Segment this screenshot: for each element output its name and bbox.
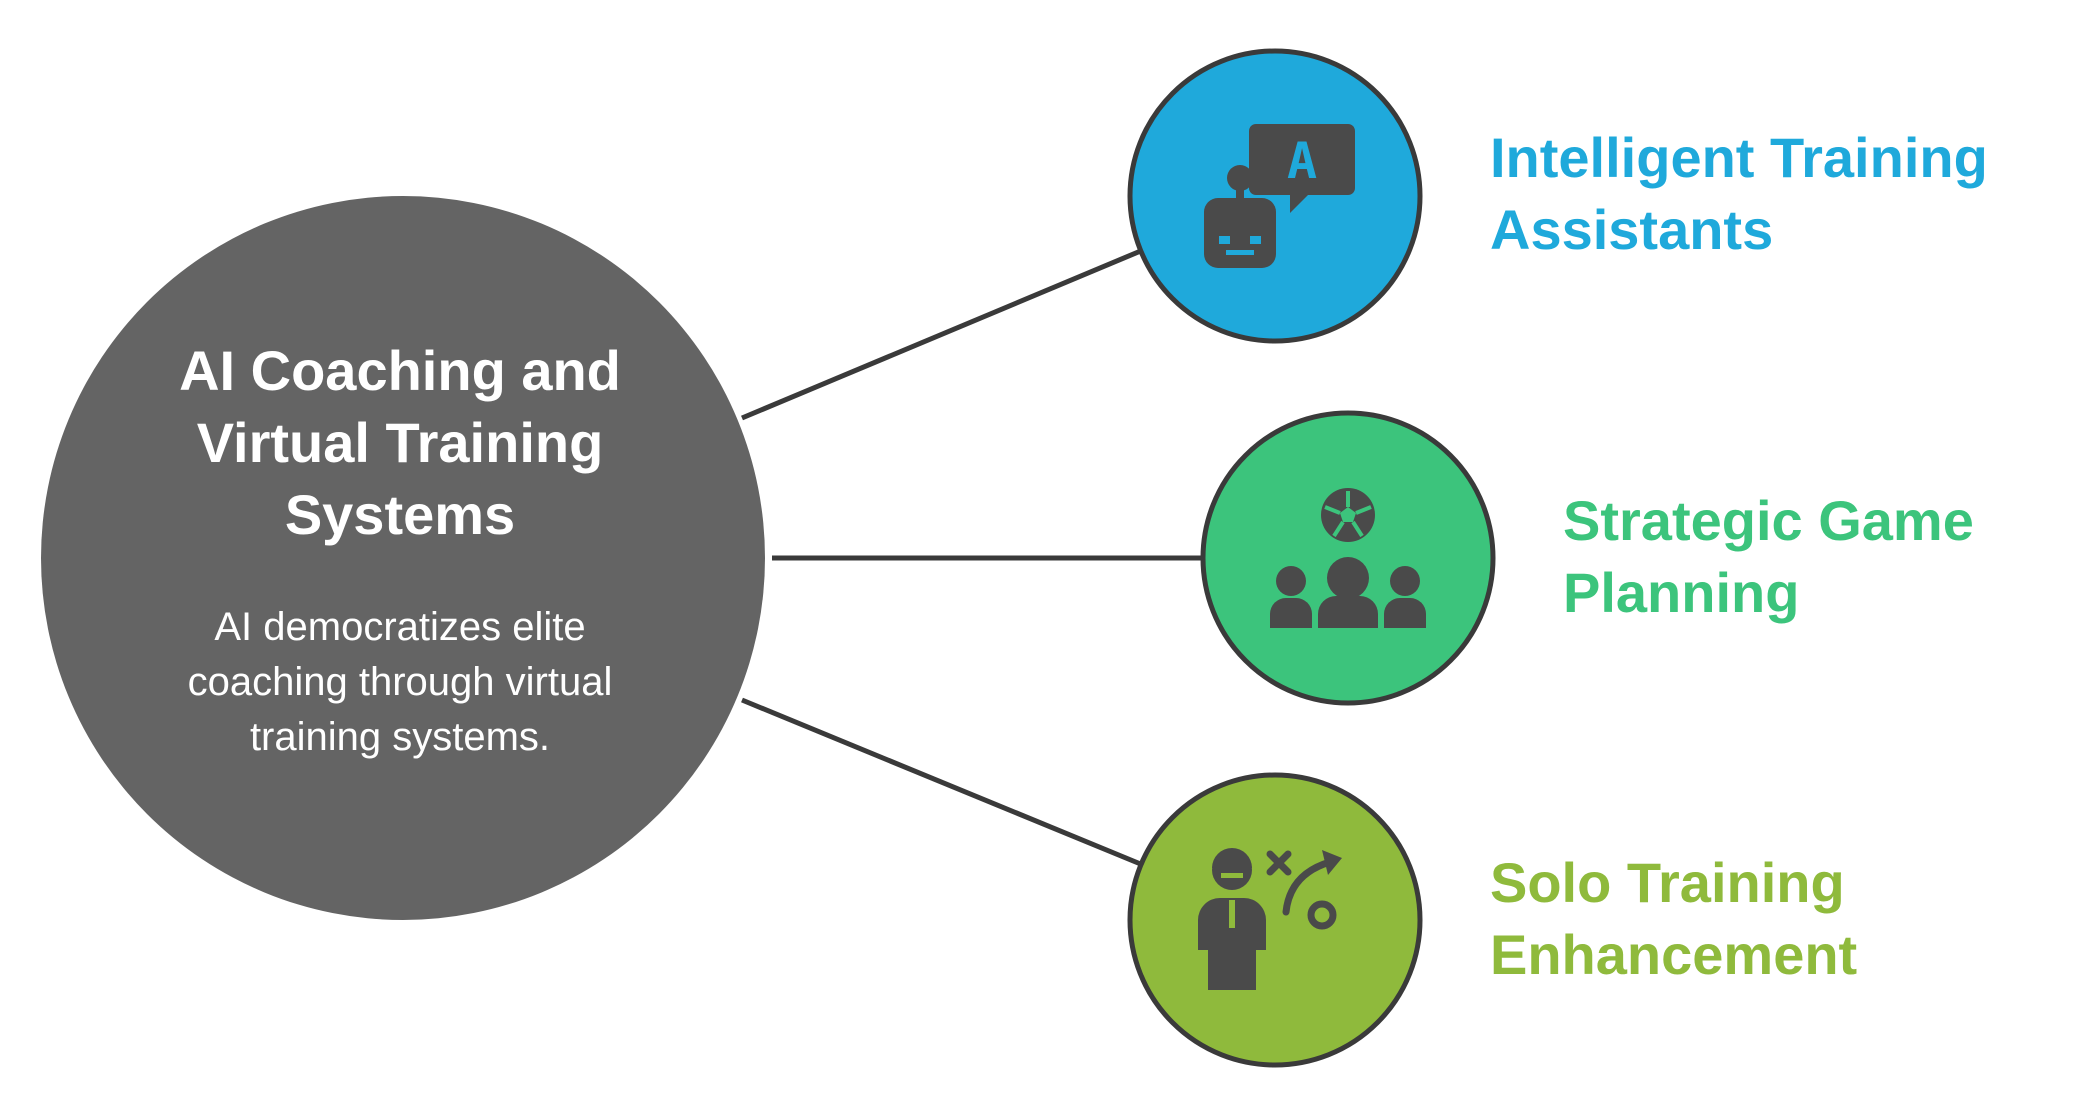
branch-circle-3 [1127, 772, 1423, 1068]
team-ball-icon [1270, 488, 1426, 628]
center-circle [41, 196, 765, 920]
robot-chat-icon: A [1204, 124, 1355, 268]
connector-line-3 [741, 697, 1144, 868]
connector-line-1 [741, 247, 1144, 421]
svg-text:A: A [1287, 132, 1317, 190]
coach-strategy-icon [1198, 848, 1342, 990]
branch-circle-1 [1127, 48, 1423, 344]
